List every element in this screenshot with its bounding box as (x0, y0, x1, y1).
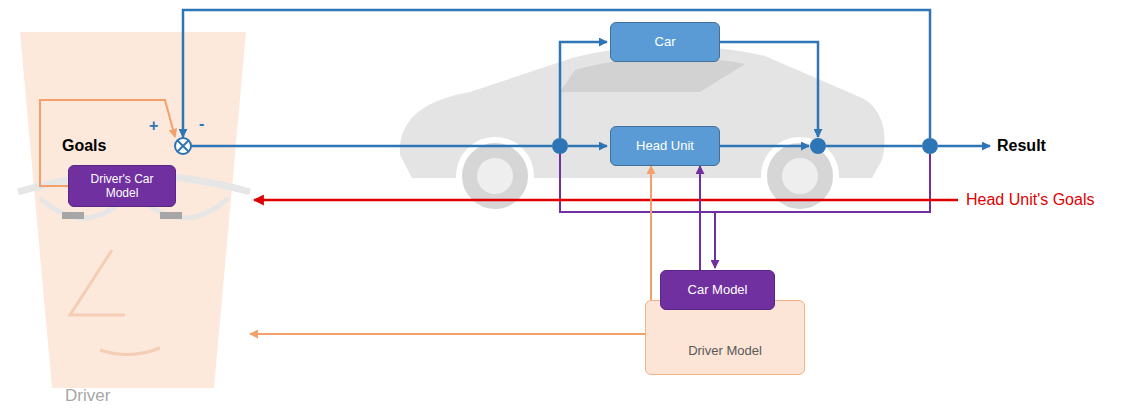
model-box: Car Model (660, 270, 775, 310)
node-text: Head Unit (636, 138, 694, 154)
connector (699, 166, 701, 270)
driver-face (18, 32, 250, 388)
observation-wires (560, 154, 930, 268)
process-box: Car (610, 22, 720, 62)
signal-wires (183, 10, 990, 146)
node-text: Driver's Car Model (77, 172, 167, 201)
node-text: Car (655, 34, 676, 50)
goals-label: Head Unit's Goals (966, 190, 1094, 209)
node-text: Car Model (688, 282, 748, 298)
driver-figure: Driver Driver's Car Model (15, 8, 250, 413)
summing-junction (175, 138, 191, 154)
model-box: Driver Model (645, 300, 805, 375)
connector (250, 333, 645, 335)
node-text: Driver (65, 386, 110, 406)
process-box: Head Unit (610, 126, 720, 166)
node-text: Driver Model (688, 343, 762, 359)
signal-label: Result (997, 136, 1046, 155)
sign-label: + (149, 116, 158, 135)
goals-arrow (254, 199, 958, 202)
connector (650, 166, 652, 300)
signal-label: Goals (62, 136, 106, 155)
model-box: Driver's Car Model (68, 165, 176, 207)
sign-label: - (199, 114, 204, 133)
car-silhouette (400, 46, 885, 212)
